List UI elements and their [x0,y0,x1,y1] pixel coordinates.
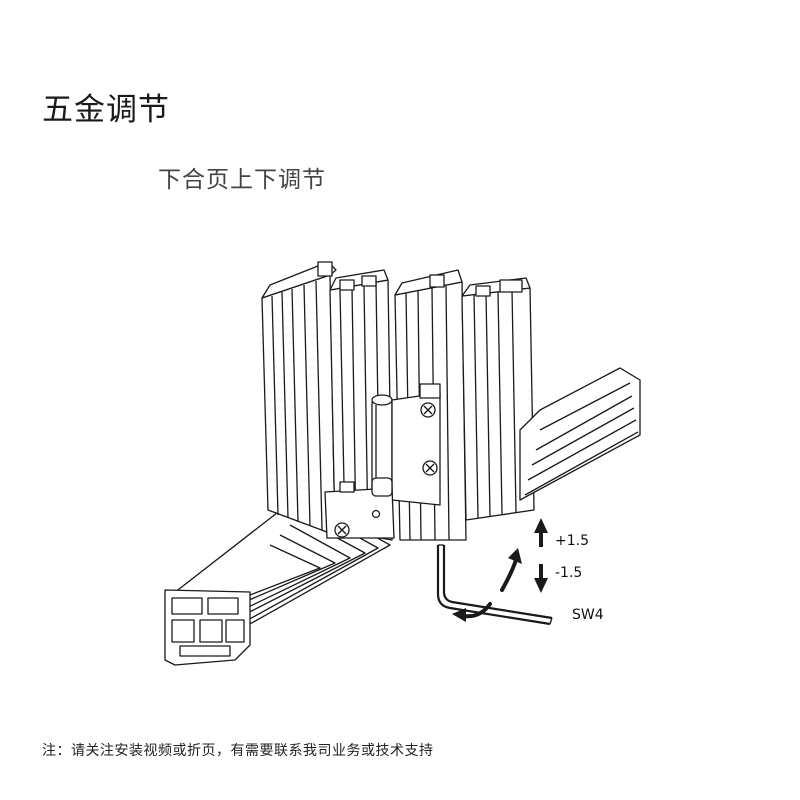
label-up-adjustment: +1.5 [555,533,589,549]
hinge [324,383,441,539]
rotate-clockwise-arrowhead [508,548,522,564]
allen-key-sw4 [436,544,553,626]
label-down-adjustment: -1.5 [555,565,582,581]
down-adjustment-arrow [534,564,548,593]
left-mullion-profile [261,261,337,536]
label-tool: SW4 [572,607,604,623]
rotate-clockwise-arrow [500,558,518,592]
right-horizontal-frame [519,367,641,501]
footnote: 注：请关注安装视频或折页，有需要联系我司业务或技术支持 [42,743,434,759]
up-adjustment-arrow [534,518,548,547]
section-subtitle: 下合页上下调节 [158,167,326,193]
page-title: 五金调节 [42,92,170,128]
rotate-counterclockwise-arrow [462,602,492,619]
rotate-counterclockwise-arrowhead [452,608,466,622]
right-frame-profile [461,277,535,521]
